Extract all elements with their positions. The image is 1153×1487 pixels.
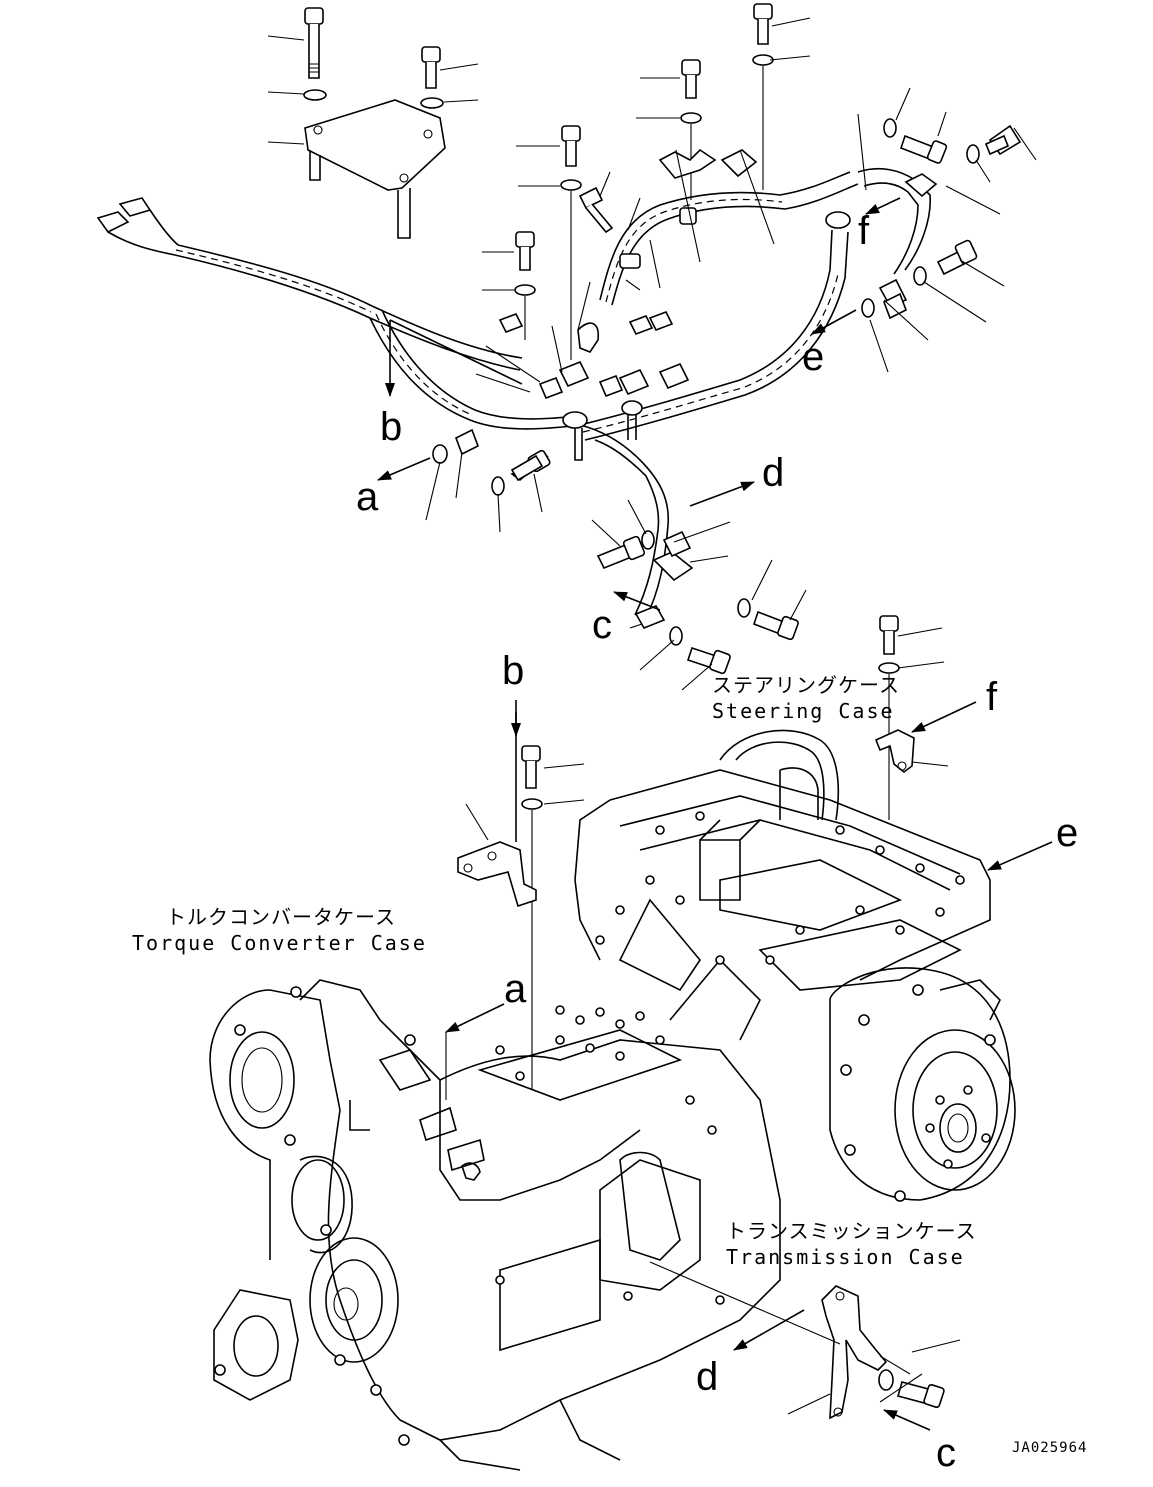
callout-b-upper: b <box>380 405 402 449</box>
bracket-b-assembly <box>457 700 585 1090</box>
steering-case-label-jp: ステアリングケース <box>712 673 900 697</box>
bracket-cd-assembly <box>649 1261 961 1431</box>
callout-c-lower: c <box>936 1431 956 1475</box>
transmission-housing <box>209 729 1016 1471</box>
callout-f-lower: f <box>986 675 998 719</box>
cover-plate <box>304 99 446 239</box>
callout-e-upper: e <box>802 335 824 379</box>
callout-a-upper: a <box>356 475 379 519</box>
callout-e-lower: e <box>1056 811 1078 855</box>
connector-cluster <box>498 148 938 461</box>
transmission-case-label-en: Transmission Case <box>726 1245 965 1269</box>
callout-d-upper: d <box>762 451 784 495</box>
callout-f-upper: f <box>858 209 870 253</box>
callout-b-lower: b <box>502 649 524 693</box>
torque-converter-label-en: Torque Converter Case <box>132 931 427 955</box>
steering-case-label-en: Steering Case <box>712 699 895 723</box>
cover-bolt-long <box>303 7 327 101</box>
transmission-case-label-jp: トランスミッションケース <box>726 1219 977 1243</box>
torque-converter-label-jp: トルクコンバータケース <box>166 905 396 929</box>
lower-harness-bracket <box>596 530 799 675</box>
wire-harness <box>96 168 931 621</box>
bracket-f-assembly <box>874 615 977 820</box>
loose-bolts <box>432 118 1022 496</box>
upper-harness-assembly <box>96 3 1037 691</box>
callout-a-lower: a <box>504 967 527 1011</box>
callout-c-upper: c <box>592 603 612 647</box>
cover-bolt-short <box>420 46 444 109</box>
top-bolts <box>514 3 774 296</box>
callout-d-lower: d <box>696 1355 718 1399</box>
drawing-code: JA025964 <box>1012 1440 1087 1456</box>
